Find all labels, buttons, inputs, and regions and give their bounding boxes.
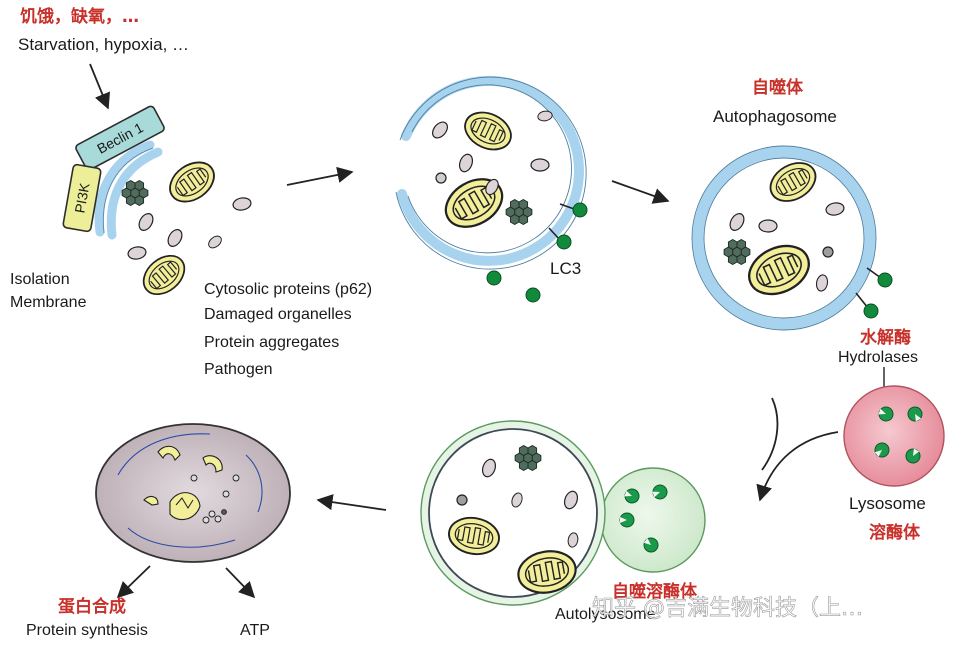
mitochondrion-icon (458, 104, 518, 158)
cargo-item: Protein aggregates (204, 334, 339, 351)
fusion-arrow-upper (761, 397, 779, 471)
stimulus-zh-label: 饥饿，缺氧，… (20, 6, 139, 27)
flow-arrow (286, 166, 354, 186)
stimulus-arrow (89, 63, 110, 110)
vesicle-icon (758, 219, 778, 233)
vesicle-icon (164, 226, 186, 250)
autophagosome-en-label: Autophagosome (713, 107, 837, 126)
vesicle-icon (822, 246, 834, 258)
isolation-membrane (94, 140, 163, 240)
lysosome-zh-label: 溶酶体 (869, 522, 921, 543)
vesicle-icon (456, 151, 476, 175)
flow-arrow (611, 180, 670, 204)
vesicle-icon (435, 172, 447, 184)
vesicle-icon (126, 244, 148, 262)
lc3-markers (486, 202, 588, 303)
flow-arrow (316, 494, 387, 511)
flow-arrow (116, 565, 151, 599)
autophagosome-zh-label: 自噬体 (752, 77, 804, 98)
autolysosome-en-label: Autolysosome (555, 606, 656, 623)
stimulus-en-label: Starvation, hypoxia, … (18, 35, 189, 54)
protein-aggregate-icon (121, 180, 149, 206)
protein-aggregate-icon (723, 239, 751, 265)
lc3-markers (855, 267, 893, 319)
isolation-label-line1: Isolation (10, 271, 70, 288)
lysosome-en-label: Lysosome (849, 494, 926, 513)
isolation-membrane-edge (102, 147, 154, 234)
mitochondrion-icon (161, 153, 223, 211)
vesicle-icon (456, 494, 468, 506)
hydrolases-en-label: Hydrolases (838, 349, 918, 366)
lc3-label: LC3 (550, 259, 581, 278)
flow-arrow (225, 567, 256, 599)
atp-label: ATP (240, 622, 270, 639)
protein-synthesis-zh-label: 蛋白合成 (58, 596, 126, 617)
hydrolase-enzyme-icon (619, 512, 635, 528)
phagophore (395, 75, 587, 270)
cargo-item: Damaged organelles (204, 306, 352, 323)
cargo-item: Pathogen (204, 361, 273, 378)
vesicle-icon (135, 210, 157, 234)
cargo-item: Cytosolic proteins (p62) (204, 281, 372, 298)
degraded-cell (95, 423, 291, 563)
mitochondrion-icon (436, 168, 512, 238)
protein-synthesis-en-label: Protein synthesis (26, 622, 148, 639)
watermark-text: 知乎 @吉满生物科技（上… (592, 596, 863, 621)
vesicle-icon (530, 158, 550, 172)
isolation-label-line2: Membrane (10, 294, 87, 311)
fusion-arrow-lower (756, 431, 839, 502)
vesicle-icon (231, 195, 253, 213)
lysosome (843, 385, 945, 487)
vesicle-icon (205, 233, 225, 251)
vesicle-icon (429, 118, 451, 142)
autolysosome-zh-label: 自噬溶酶体 (612, 581, 698, 602)
hydrolases-zh-label: 水解酶 (860, 327, 911, 348)
protein-aggregate-icon (505, 199, 533, 225)
pi3k-label: PI3K (71, 181, 92, 214)
pi3k-box: PI3K (62, 163, 102, 233)
protein-aggregate-icon (514, 445, 542, 471)
